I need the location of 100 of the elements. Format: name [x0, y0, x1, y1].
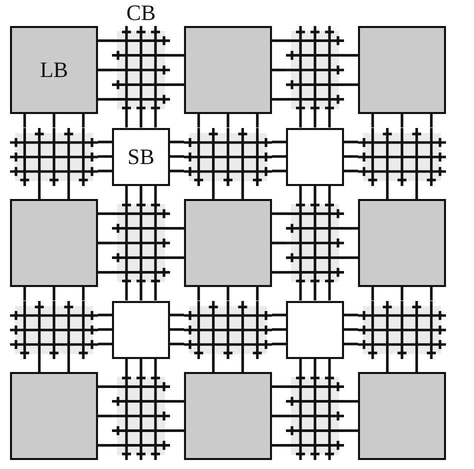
logic-block: [184, 26, 272, 114]
wire: [344, 155, 358, 158]
wire: [328, 358, 331, 372]
wire: [344, 256, 358, 259]
wire: [344, 342, 358, 346]
wire: [328, 287, 331, 300]
wire: [154, 287, 157, 300]
wire: [400, 287, 404, 300]
wire: [371, 114, 374, 128]
wire: [299, 287, 302, 300]
wire: [154, 358, 157, 372]
wire: [125, 287, 128, 300]
wire: [98, 328, 112, 331]
switch-box: [112, 128, 170, 186]
wire: [272, 170, 286, 172]
block-label: SB: [128, 146, 154, 168]
wire: [38, 186, 41, 199]
wire: [98, 170, 112, 172]
switch-box: [112, 300, 170, 358]
wire: [52, 114, 56, 128]
wire: [170, 328, 184, 331]
wire: [98, 242, 112, 244]
wire: [272, 271, 286, 274]
wire: [241, 186, 244, 199]
wire: [212, 186, 215, 199]
logic-block: [184, 199, 272, 287]
wire: [256, 114, 259, 128]
wire: [272, 140, 286, 144]
logic-block: [358, 372, 446, 460]
wire: [154, 114, 157, 128]
wire: [415, 358, 418, 372]
wire: [170, 400, 184, 403]
logic-block: [358, 26, 446, 114]
wire: [272, 155, 286, 158]
wire: [272, 328, 286, 331]
wire: [386, 186, 389, 199]
wire: [272, 212, 286, 215]
wire: [52, 287, 56, 300]
wire: [170, 140, 184, 144]
logic-block: [10, 199, 98, 287]
wire: [140, 358, 142, 372]
wire: [344, 83, 358, 86]
wire: [272, 385, 286, 388]
block-label: LB: [40, 59, 68, 81]
wire: [415, 186, 418, 199]
logic-block: [10, 26, 98, 114]
wire: [170, 314, 184, 316]
wire: [272, 39, 286, 42]
wire: [386, 358, 389, 372]
wire: [98, 444, 112, 447]
wire: [98, 314, 112, 316]
wire: [125, 114, 128, 128]
switch-box: [286, 300, 344, 358]
wire: [344, 429, 358, 432]
wire: [67, 186, 70, 199]
wire: [125, 186, 128, 199]
wire: [272, 314, 286, 316]
logic-block: [10, 372, 98, 460]
wire: [328, 114, 331, 128]
wire: [344, 400, 358, 403]
wire: [272, 68, 286, 72]
wire: [98, 98, 112, 101]
wire: [140, 186, 142, 199]
wire: [23, 114, 26, 128]
wire: [272, 414, 286, 418]
wire: [328, 186, 331, 199]
wire: [170, 155, 184, 158]
wire: [67, 358, 70, 372]
wire: [212, 358, 215, 372]
wire: [344, 328, 358, 331]
wire: [226, 114, 230, 128]
wire: [154, 186, 157, 199]
wire: [140, 114, 142, 128]
wire: [272, 98, 286, 101]
wire: [314, 114, 316, 128]
wire: [430, 287, 433, 300]
wire: [98, 39, 112, 42]
wire: [314, 287, 316, 300]
wire: [344, 227, 358, 230]
wire: [299, 114, 302, 128]
wire: [299, 186, 302, 199]
wire: [226, 287, 230, 300]
wire: [98, 271, 112, 274]
wire: [344, 170, 358, 172]
wire: [430, 114, 433, 128]
wire: [98, 155, 112, 158]
wire: [170, 170, 184, 172]
switch-box: [286, 128, 344, 186]
block-label: CB: [126, 2, 156, 24]
wire: [241, 358, 244, 372]
wire: [314, 358, 316, 372]
wire: [272, 444, 286, 447]
wire: [38, 358, 41, 372]
wire: [98, 212, 112, 215]
wire: [98, 140, 112, 144]
wire: [272, 342, 286, 346]
wire: [170, 342, 184, 346]
wire: [256, 287, 259, 300]
wire: [82, 287, 85, 300]
wire: [371, 287, 374, 300]
